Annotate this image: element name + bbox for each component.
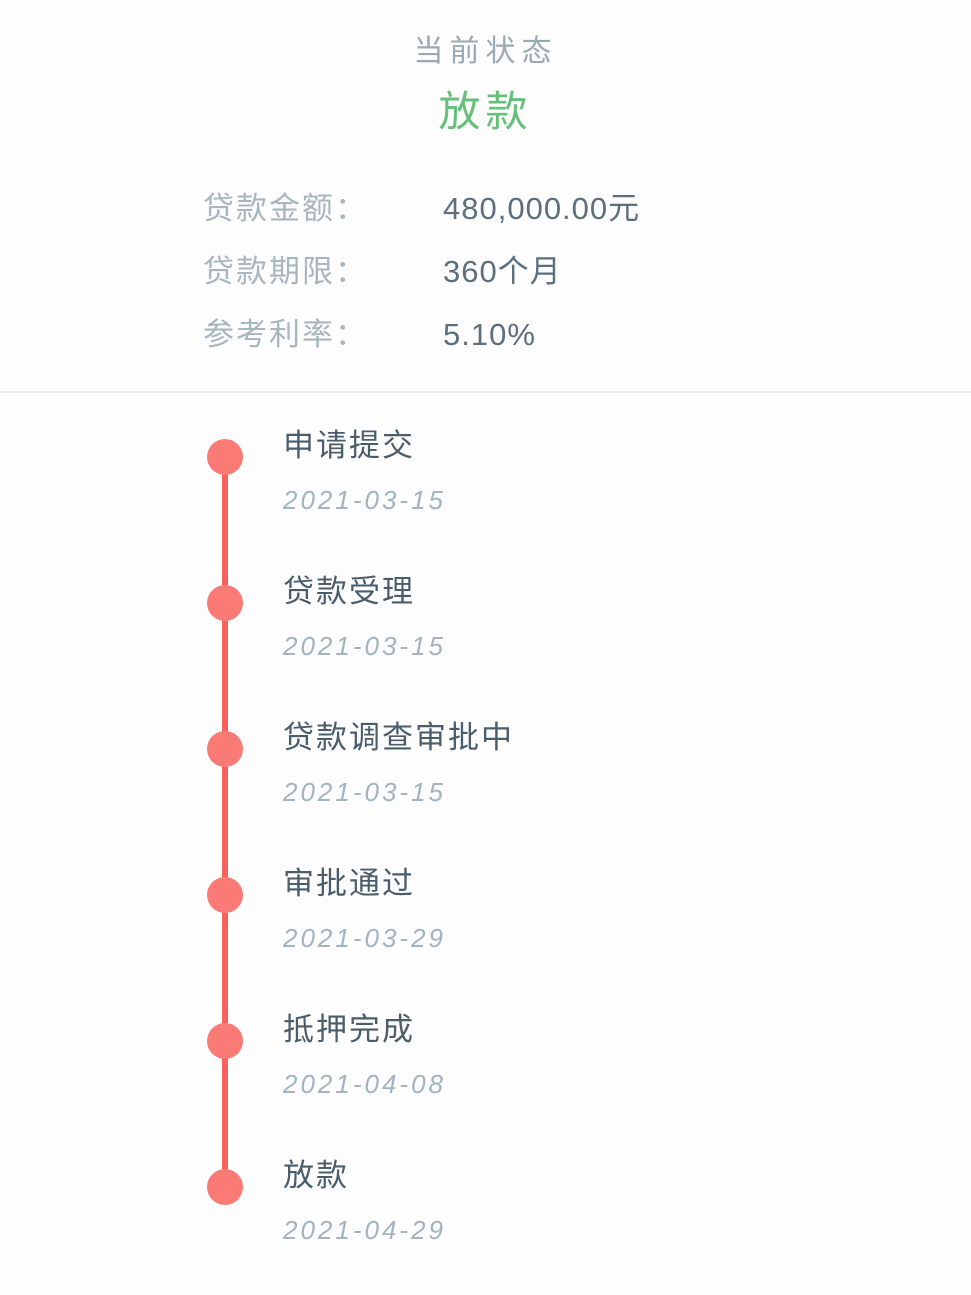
current-status-value: 放款 [438,88,533,135]
loan-details: 贷款金额： 480,000.00元 贷款期限： 360个月 参考利率： 5.10… [0,183,971,372]
timeline-step-date: 2021-03-29 [283,922,446,953]
timeline-step-title: 贷款受理 [283,574,415,609]
detail-label: 贷款金额： [203,190,368,226]
timeline-dot-icon [207,1023,243,1059]
timeline-step-title: 贷款调查审批中 [283,720,514,755]
timeline-dot-icon [207,439,243,475]
timeline-dot-icon [207,731,243,767]
detail-value: 5.10% [443,316,536,352]
timeline-step[interactable]: 贷款调查审批中 2021-03-15 [0,711,971,857]
timeline-step-body: 审批通过 2021-03-29 [283,863,446,956]
timeline-step-title: 审批通过 [283,866,415,901]
detail-label: 参考利率： [203,316,368,352]
timeline-step-date: 2021-03-15 [283,484,446,515]
timeline-step[interactable]: 贷款受理 2021-03-15 [0,565,971,711]
timeline-step-date: 2021-04-29 [283,1214,446,1245]
timeline-step-body: 贷款受理 2021-03-15 [283,571,446,664]
status-header: 当前状态 放款 [0,0,971,139]
progress-timeline: 申请提交 2021-03-15 贷款受理 2021-03-15 贷款调查审批中 … [0,419,971,1295]
timeline-dot-icon [207,1169,243,1205]
timeline-step-body: 抵押完成 2021-04-08 [283,1009,446,1102]
detail-row-reference-rate: 参考利率： 5.10% [203,309,971,372]
timeline-step[interactable]: 审批通过 2021-03-29 [0,857,971,1003]
current-status-label: 当前状态 [413,35,558,68]
detail-label: 贷款期限： [203,253,368,289]
timeline-step[interactable]: 放款 2021-04-29 [0,1149,971,1295]
timeline-step-body: 申请提交 2021-03-15 [283,425,446,518]
detail-row-loan-term: 贷款期限： 360个月 [203,246,971,309]
timeline-connector-line [222,457,228,1187]
timeline-step-title: 申请提交 [283,428,415,463]
timeline-step-date: 2021-04-08 [283,1068,446,1099]
timeline-dot-icon [207,877,243,913]
detail-row-loan-amount: 贷款金额： 480,000.00元 [203,183,971,246]
timeline-dot-icon [207,585,243,621]
section-divider [0,391,971,393]
detail-value: 360个月 [443,253,562,289]
timeline-step-body: 贷款调查审批中 2021-03-15 [283,717,514,810]
detail-value: 480,000.00元 [443,190,641,226]
timeline-step-title: 放款 [283,1158,349,1193]
timeline-step[interactable]: 申请提交 2021-03-15 [0,419,971,565]
timeline-step-body: 放款 2021-04-29 [283,1155,446,1248]
timeline-step[interactable]: 抵押完成 2021-04-08 [0,1003,971,1149]
timeline-step-date: 2021-03-15 [283,776,446,807]
timeline-step-title: 抵押完成 [283,1012,415,1047]
timeline-step-date: 2021-03-15 [283,630,446,661]
